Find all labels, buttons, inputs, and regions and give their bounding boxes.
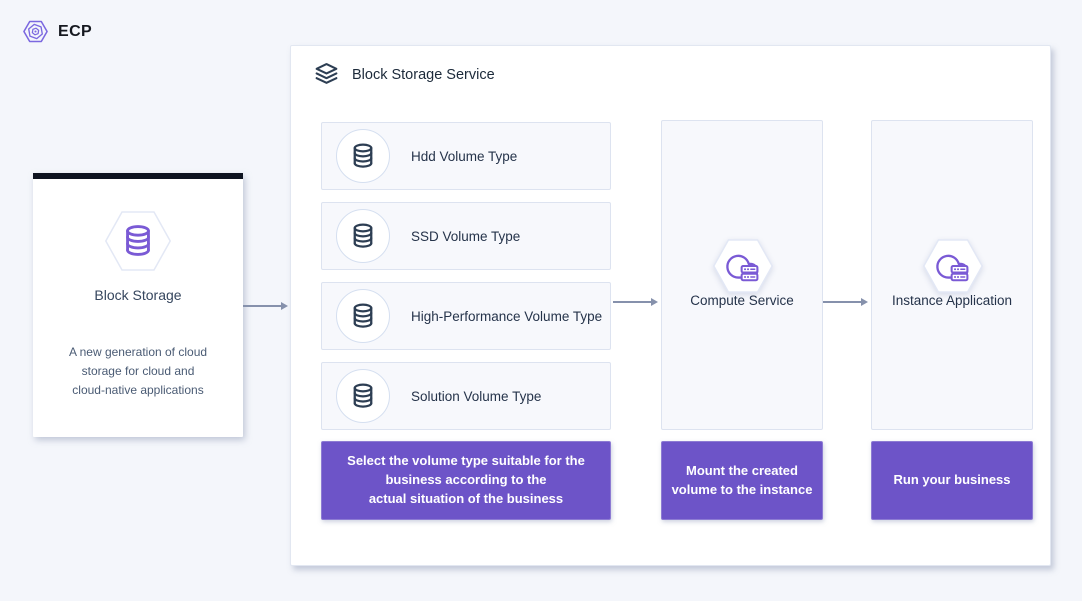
volume-icon-circle [336,289,390,343]
ecp-logo[interactable]: ECP [22,18,92,45]
database-icon [353,223,373,248]
instance-application-label: Instance Application [891,293,1013,308]
volume-icon-circle [336,129,390,183]
instance-application-box: Instance Application [871,120,1033,430]
volume-icon-circle [336,369,390,423]
hexagon-badge [104,211,172,276]
volume-card-label: High-Performance Volume Type [411,308,603,324]
compute-service-box: Compute Service [661,120,823,430]
card-description: A new generation of cloud storage for cl… [68,345,208,398]
layers-stack-icon [315,63,338,84]
flow-arrow-storage-to-panel [243,302,288,310]
card-title: Block Storage [94,287,182,303]
flow-arrow-volume-to-compute [613,298,658,306]
logo-text: ECP [58,22,93,40]
hexagon-badge [922,239,984,298]
flow-arrow-compute-to-instance [823,298,868,306]
ecp-hexagon-spiral-icon [23,20,48,43]
panel-title: Block Storage Service [352,66,495,83]
panel-header: Block Storage Service [313,62,495,87]
compute-service-label: Compute Service [690,293,794,308]
hexagon-badge [712,239,774,298]
cloud-server-icon [726,254,759,282]
database-icon [353,303,373,328]
volume-card-label: SSD Volume Type [411,228,521,244]
card-top-bar [33,173,243,179]
volume-type-list: Hdd Volume Type SSD Volume Type [321,122,611,442]
volume-icon-circle [336,209,390,263]
database-icon [353,143,373,168]
volume-select-banner: Select the volume type suitable for the … [321,441,611,520]
volume-card-solution: Solution Volume Type [321,362,611,430]
mount-volume-banner: Mount the created volume to the instance [661,441,823,520]
run-business-banner: Run your business [871,441,1033,520]
block-storage-service-panel: Block Storage Service Hdd V [290,45,1051,566]
volume-card-label: Solution Volume Type [411,388,542,404]
database-icon [353,383,373,408]
block-storage-card: Block Storage A new generation of cloud … [33,173,243,437]
volume-card-ssd: SSD Volume Type [321,202,611,270]
volume-card-high-performance: High-Performance Volume Type [321,282,611,350]
cloud-server-icon [936,254,969,282]
volume-card-label: Hdd Volume Type [411,148,518,164]
database-icon [126,225,150,256]
volume-card-hdd: Hdd Volume Type [321,122,611,190]
